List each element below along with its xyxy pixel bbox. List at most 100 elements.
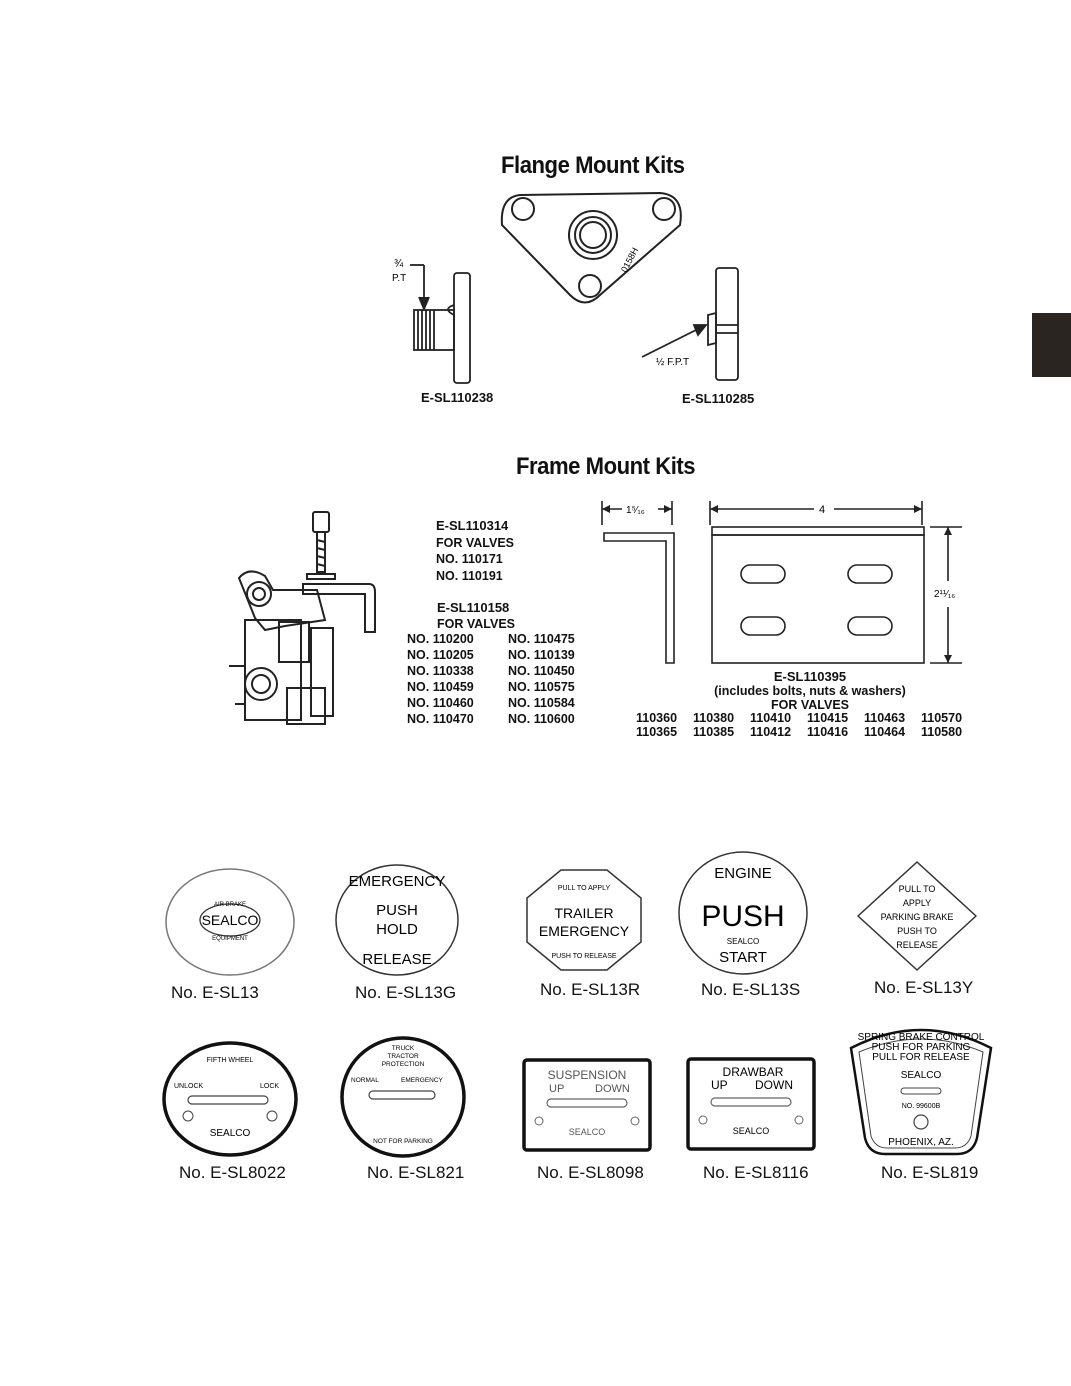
plate-text: AIR BRAKE [214, 902, 246, 908]
plate-logo-text: SEALCO [733, 1126, 770, 1136]
dim-right: ½ F.P.T [656, 357, 689, 368]
kit-c-valve: 110464 [864, 725, 906, 739]
kit-c-valve: 110415 [807, 711, 849, 725]
plate-e-sl8116: DRAWBAR UP DOWN SEALCO [686, 1057, 816, 1151]
plate-e-sl13: AIR BRAKE SEALCO EQUIPMENT [165, 868, 295, 976]
kit-c-header: E-SL110395 (includes bolts, nuts & washe… [590, 669, 1030, 713]
kit-b-valve: NO. 110475 [508, 632, 575, 646]
plate-text: PUSH TO RELEASE [551, 953, 616, 960]
kit-c-note: (includes bolts, nuts & washers) [714, 684, 906, 698]
fitting-right-drawing [641, 267, 739, 381]
plate-text: PULL TO [899, 884, 936, 894]
kit-b-header: E-SL110158 FOR VALVES [437, 600, 515, 632]
plate-text: PULL TO APPLY [558, 885, 611, 892]
flange-mount-drawings: 0158H ¾ P.T ½ F.P.T [392, 191, 739, 384]
plate-e-sl13g: EMERGENCY PUSH HOLD RELEASE [335, 864, 459, 976]
plate-text: HOLD [376, 921, 418, 938]
kit-c-valve: 110360 [636, 711, 678, 725]
kit-b-valve: NO. 110600 [508, 712, 575, 726]
plate-text: UP [711, 1078, 728, 1092]
plate-e-sl13y: PULL TO APPLY PARKING BRAKE PUSH TO RELE… [857, 861, 977, 971]
kit-b-valve: NO. 110575 [508, 680, 575, 694]
caption-e-sl819: No. E-SL819 [881, 1163, 979, 1182]
dim-left-bot: P.T [392, 273, 406, 284]
plate-text: PUSH TO [897, 926, 937, 936]
kit-c-valve: 110416 [807, 725, 849, 739]
caption-e-sl8022: No. E-SL8022 [179, 1163, 286, 1182]
plate-text: UNLOCK [174, 1083, 204, 1090]
plate-text: PARKING BRAKE [881, 912, 954, 922]
plate-text: NOT FOR PARKING [373, 1138, 433, 1145]
kit-b-valve: NO. 110459 [407, 680, 474, 694]
kit-c-name: E-SL110395 [773, 669, 847, 684]
plate-text: EMERGENCY [401, 1077, 444, 1084]
plate-text: PHOENIX, AZ. [888, 1137, 954, 1148]
kit-c-valve: 110570 [921, 711, 963, 725]
kit-b-col1: NO. 110200 NO. 110205 NO. 110338 NO. 110… [407, 631, 474, 727]
flange-mark: 0158H [619, 246, 640, 274]
kit-c-valve: 110463 [864, 711, 906, 725]
plate-text: RELEASE [362, 951, 431, 968]
caption-e-sl821: No. E-SL821 [367, 1163, 465, 1182]
flange-mount-title: Flange Mount Kits [501, 152, 685, 179]
dim-flange: 1⁵⁄₁₆ [626, 505, 645, 516]
plate-e-sl8098: SUSPENSION UP DOWN SEALCO [522, 1058, 652, 1152]
plate-text: NORMAL [351, 1077, 379, 1084]
kit-b-name: E-SL110158 [437, 600, 510, 615]
plate-text: EMERGENCY [539, 923, 630, 939]
kit-a-name: E-SL110314 [436, 518, 509, 533]
plate-e-sl821: TRUCK TRACTOR PROTECTION NORMAL EMERGENC… [340, 1036, 466, 1158]
caption-e-sl13s: No. E-SL13S [701, 980, 801, 999]
kit-a-block: E-SL110314 FOR VALVES NO. 110171 NO. 110… [436, 518, 514, 584]
frame-mount-title: Frame Mount Kits [516, 453, 696, 480]
plate-e-sl8022: FIFTH WHEEL UNLOCK LOCK SEALCO [162, 1041, 298, 1157]
caption-e-sl13r: No. E-SL13R [540, 980, 641, 999]
kit-e-sl110285: E-SL110285 [682, 391, 755, 406]
caption-e-sl8098: No. E-SL8098 [537, 1163, 644, 1182]
plate-text: PUSH [701, 900, 784, 933]
kit-b-col2: NO. 110475 NO. 110139 NO. 110450 NO. 110… [508, 631, 575, 727]
plate-text: START [719, 949, 767, 966]
kit-b-valve: NO. 110460 [407, 696, 474, 710]
plate-text: ENGINE [714, 865, 772, 882]
plate-text: SPRING BRAKE CONTROL [858, 1032, 985, 1043]
kit-b-for: FOR VALVES [437, 617, 516, 631]
dim-width: 4 [819, 504, 825, 516]
plate-text: PROTECTION [382, 1061, 425, 1068]
plate-e-sl819: SPRING BRAKE CONTROL PUSH FOR PARKING PU… [849, 1028, 993, 1156]
kit-c-valve: 110412 [750, 725, 792, 739]
kit-b-valve: NO. 110139 [508, 648, 575, 662]
plate-text: EQUIPMENT [212, 936, 248, 942]
plate-text: PUSH FOR PARKING [872, 1042, 971, 1053]
plate-text: TRUCK [392, 1045, 415, 1052]
kit-c-valve: 110410 [750, 711, 792, 725]
plate-text: NO. 99600B [902, 1103, 941, 1110]
kit-a-for: FOR VALVES [436, 535, 515, 550]
kit-b-valve: NO. 110200 [407, 632, 474, 646]
plate-text: UP [549, 1083, 564, 1095]
plate-text: RELEASE [896, 940, 938, 950]
caption-e-sl13g: No. E-SL13G [355, 983, 457, 1002]
dim-height: 2¹¹⁄₁₆ [934, 589, 955, 600]
kit-c-valve: 110385 [693, 725, 735, 739]
plate-text: DOWN [595, 1083, 630, 1095]
plate-logo-text: SEALCO [202, 912, 259, 928]
plate-logo-text: SEALCO [901, 1070, 942, 1081]
plate-logo-text: SEALCO [569, 1127, 606, 1137]
caption-e-sl13: No. E-SL13 [171, 983, 259, 1002]
plate-text: TRACTOR [387, 1053, 419, 1060]
kit-b-valve: NO. 110205 [407, 648, 474, 662]
kit-c-for: FOR VALVES [770, 698, 849, 712]
kit-e-sl110238: E-SL110238 [421, 390, 494, 405]
plate-text: LOCK [260, 1083, 279, 1090]
plate-text: DOWN [755, 1078, 793, 1092]
kit-b-valve: NO. 110450 [508, 664, 575, 678]
kit-c-valve: 110380 [693, 711, 735, 725]
plate-e-sl13r: PULL TO APPLY TRAILER EMERGENCY PUSH TO … [526, 869, 642, 971]
fitting-left-drawing [410, 264, 471, 384]
plate-logo-text: SEALCO [727, 937, 759, 946]
kit-b-valve: NO. 110584 [508, 696, 575, 710]
plate-text: SUSPENSION [548, 1068, 627, 1082]
plate-text: EMERGENCY [349, 873, 446, 890]
section-tab [1032, 313, 1071, 377]
